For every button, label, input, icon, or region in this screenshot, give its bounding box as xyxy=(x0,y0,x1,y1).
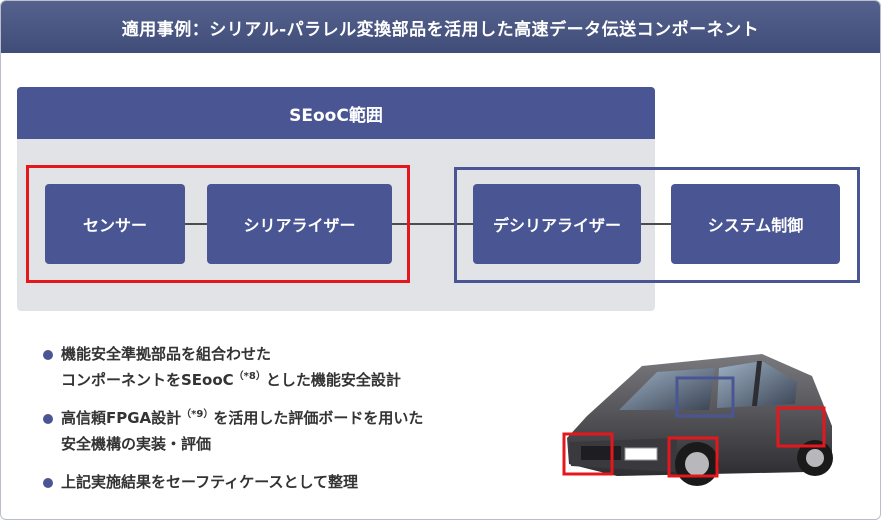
connector-sensor-serializer xyxy=(185,223,207,225)
footnote-ref: （*8） xyxy=(233,371,266,382)
car-red-box-side xyxy=(776,406,826,448)
sensor-block: センサー xyxy=(45,184,185,264)
system-control-block: システム制御 xyxy=(671,184,840,264)
connector-deserializer-system xyxy=(641,223,671,225)
bullet-item: 高信頼FPGA設計（*9）を活用した評価ボードを用いた 安全機構の実装・評価 xyxy=(43,405,563,457)
car-illustration xyxy=(562,354,833,486)
bullet-item: 機能安全準拠部品を組合わせた コンポーネントをSEooC（*8）とした機能安全設… xyxy=(43,341,563,393)
seooc-scope-header: SEooC範囲 xyxy=(17,87,655,139)
deserializer-block: デシリアライザー xyxy=(473,184,641,264)
bullet-list: 機能安全準拠部品を組合わせた コンポーネントをSEooC（*8）とした機能安全設… xyxy=(43,341,563,507)
deserializer-label: デシリアライザー xyxy=(492,216,621,235)
bullet-text-part: 高信頼FPGA設計 xyxy=(61,409,182,427)
footnote-ref: （*9） xyxy=(181,409,214,420)
serializer-label: シリアライザー xyxy=(243,216,356,235)
bullet-text: 上記実施結果をセーフティケースとして整理 xyxy=(61,473,359,491)
car-red-box-front xyxy=(562,432,614,476)
bullet-item: 上記実施結果をセーフティケースとして整理 xyxy=(43,469,563,495)
bullet-text: 安全機構の実装・評価 xyxy=(61,435,212,453)
seooc-scope-label: SEooC範囲 xyxy=(289,105,383,126)
car-red-box-wheel xyxy=(667,436,719,478)
page-title: 適用事例：シリアル-パラレル変換部品を活用した高速データ伝送コンポーネント xyxy=(121,19,760,40)
red-highlight-box xyxy=(26,165,410,283)
serializer-block: シリアライザー xyxy=(207,184,392,264)
title-bar: 適用事例：シリアル-パラレル変換部品を活用した高速データ伝送コンポーネント xyxy=(1,1,880,53)
sensor-label: センサー xyxy=(82,216,147,235)
connector-serializer-deserializer xyxy=(392,223,473,225)
bullet-text-part: を活用した評価ボードを用いた xyxy=(213,409,424,427)
bullet-text: 機能安全準拠部品を組合わせた xyxy=(61,345,272,363)
blue-highlight-box xyxy=(454,167,860,283)
bullet-text-part: コンポーネントをSEooC xyxy=(61,371,234,389)
car-blue-box-windshield xyxy=(675,376,735,418)
bullet-text-part: とした機能安全設計 xyxy=(265,371,401,389)
bullet-text: コンポーネントをSEooC（*8）とした機能安全設計 xyxy=(61,367,563,393)
bullet-text: 高信頼FPGA設計（*9）を活用した評価ボードを用いた xyxy=(61,405,563,431)
system-control-label: システム制御 xyxy=(707,216,804,235)
